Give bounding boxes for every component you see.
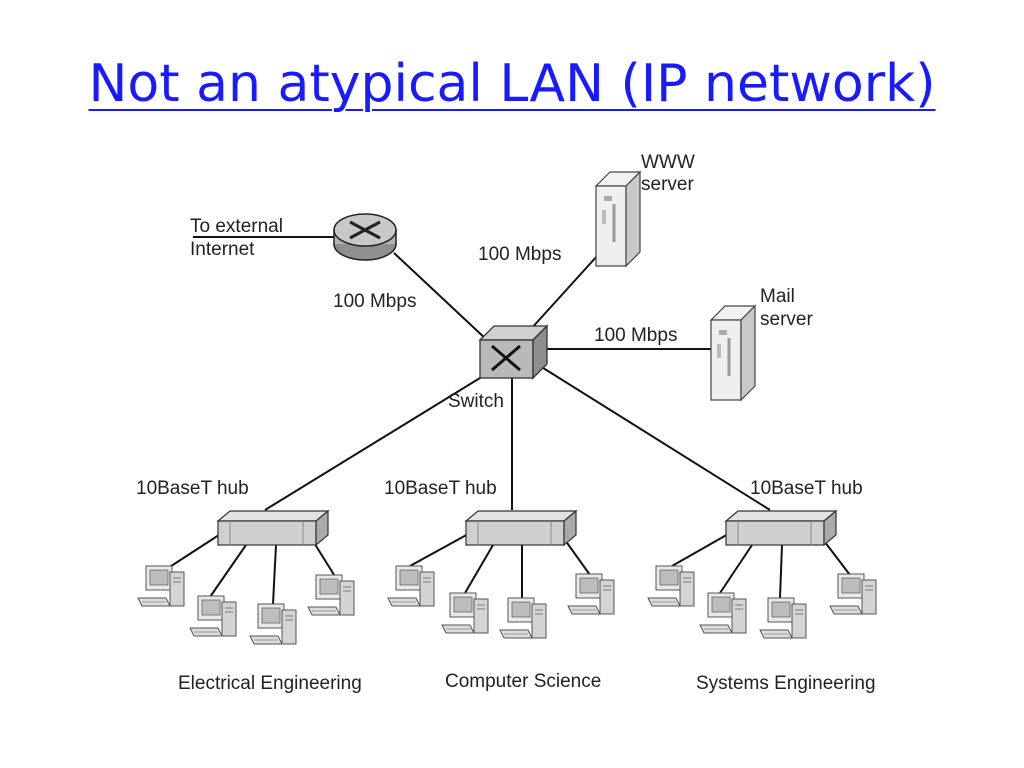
computer-icon <box>387 565 435 607</box>
pc-group-se <box>647 565 877 639</box>
computer-icon <box>137 565 185 607</box>
www-server-icon <box>594 170 642 268</box>
router-link-speed: 100 Mbps <box>333 291 416 312</box>
switch-icon <box>478 324 549 380</box>
mail-server-label-line2: server <box>760 309 813 330</box>
router-label-line1: To external <box>190 216 283 237</box>
mail-server-label-line1: Mail <box>760 286 795 307</box>
link-router-switch <box>393 252 488 341</box>
router-icon <box>333 213 397 261</box>
computer-icon <box>441 592 489 634</box>
www-link-speed: 100 Mbps <box>478 244 561 265</box>
hub-label-ee: 10BaseT hub <box>136 478 249 499</box>
www-server-label-line1: WWW <box>641 152 695 173</box>
link-switch-www <box>529 254 599 331</box>
computer-icon <box>499 597 547 639</box>
computer-icon <box>699 592 747 634</box>
connection-lines <box>164 236 851 605</box>
hub-icon-se <box>725 510 837 546</box>
computer-icon <box>829 573 877 615</box>
router-label-line2: Internet <box>190 239 255 260</box>
computer-icon <box>189 595 237 637</box>
pc-group-ee <box>137 565 355 645</box>
hub-icon-cs <box>465 510 577 546</box>
link-switch-hub-se <box>539 365 771 511</box>
computer-icon <box>249 603 297 645</box>
pc-group-cs <box>387 565 615 639</box>
computer-icon <box>759 597 807 639</box>
link-switch-hub-ee <box>264 369 494 511</box>
computer-icon <box>647 565 695 607</box>
department-label-ee: Electrical Engineering <box>178 673 362 694</box>
department-label-se: Systems Engineering <box>696 673 876 694</box>
mail-server-icon <box>709 304 757 402</box>
hub-label-se: 10BaseT hub <box>750 478 863 499</box>
hub-label-cs: 10BaseT hub <box>384 478 497 499</box>
switch-label: Switch <box>448 391 504 412</box>
computer-icon <box>567 573 615 615</box>
hub-icon-ee <box>217 510 329 546</box>
department-label-cs: Computer Science <box>445 671 601 692</box>
www-server-label-line2: server <box>641 174 694 195</box>
slide-title: Not an atypical LAN (IP network) <box>88 54 936 114</box>
mail-link-speed: 100 Mbps <box>594 325 677 346</box>
computer-icon <box>307 574 355 616</box>
